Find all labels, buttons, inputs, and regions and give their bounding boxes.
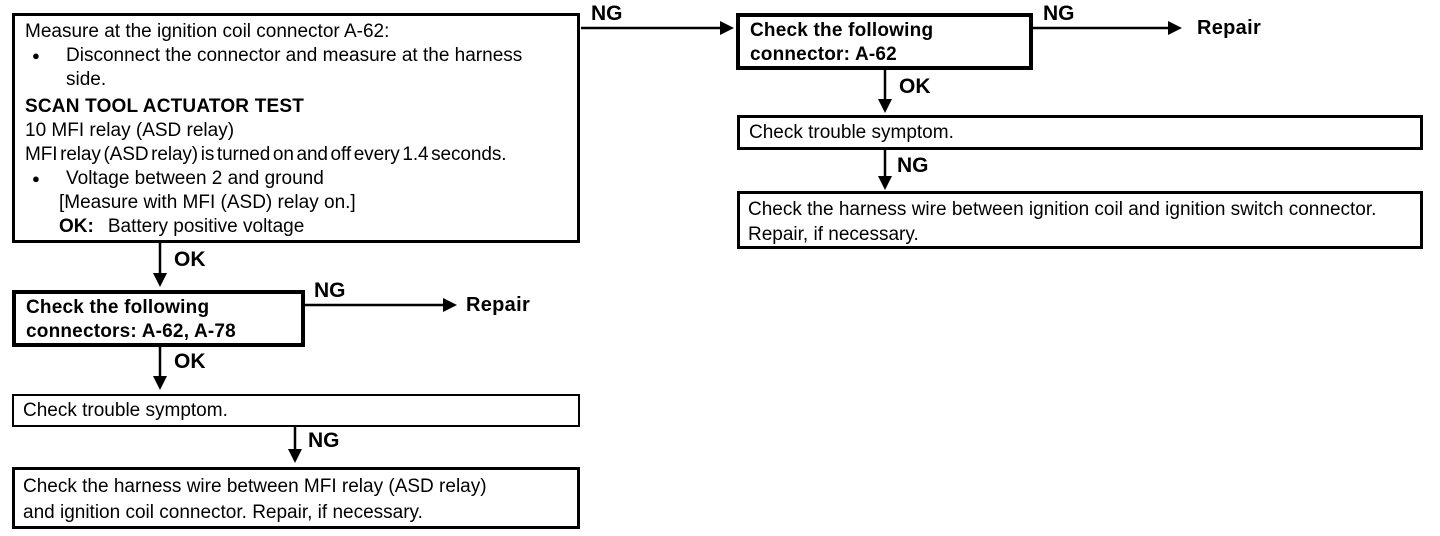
ng-label-symptom-left: NG (308, 429, 340, 452)
ok-label-connector-right: OK (899, 75, 931, 98)
start-box-scan-tool-heading: SCAN TOOL ACTUATOR TEST (25, 96, 305, 117)
left-check-harness-text: Check the harness wire between MFI relay… (23, 476, 487, 523)
left-check-connectors-line1: Check the following (26, 297, 210, 318)
start-box-relay-line: 10 MFI relay (ASD relay) (25, 120, 235, 141)
arrowhead-ng-symptom-to-harness-right (878, 176, 892, 190)
ng-label-start-right: NG (591, 2, 623, 25)
start-box-bullet-item-1: ● Disconnect the connector and measure a… (25, 44, 569, 92)
left-check-trouble-symptom-text: Check trouble symptom. (23, 399, 228, 421)
right-check-connector-box: Check the following connector: A-62 (736, 13, 1033, 70)
right-check-harness-box: Check the harness wire between ignition … (737, 191, 1423, 249)
right-check-trouble-symptom-box: Check trouble symptom. (737, 115, 1423, 150)
start-measure-box: Measure at the ignition coil connector A… (12, 13, 580, 243)
ng-label-connectors-left: NG (314, 279, 346, 302)
right-check-connector-line2: connector: A-62 (750, 44, 897, 65)
start-box-bullet-1-text: Disconnect the connector and measure at … (66, 45, 523, 90)
arrowhead-ok-connectors-to-symptom-left (153, 376, 167, 390)
left-check-trouble-symptom-box: Check trouble symptom. (12, 394, 580, 427)
ok-label-start-left: OK (174, 248, 206, 271)
left-check-connectors-line2: connectors: A-62, A-78 (26, 321, 236, 342)
left-check-connectors-box: Check the following connectors: A-62, A-… (12, 290, 305, 347)
repair-terminal-left: Repair (466, 294, 531, 316)
ng-label-connector-right: NG (1043, 2, 1075, 25)
start-box-bullet-item-2: ● Voltage between 2 and ground (25, 167, 569, 191)
arrowhead-ng-connectors-to-repair (443, 298, 457, 312)
bullet-icon: ● (32, 171, 40, 186)
arrowhead-ok-start-to-connectors (153, 273, 167, 287)
right-check-connector-line1: Check the following (750, 20, 934, 41)
start-box-ok-value: Battery positive voltage (107, 216, 305, 237)
arrowhead-ng-start-to-connector (720, 21, 734, 35)
arrowhead-ok-connector-to-symptom-right (878, 99, 892, 113)
start-box-relay-cycle-line: MFI relay (ASD relay) is turned on and o… (25, 144, 507, 165)
arrowhead-ng-symptom-to-harness-left (288, 449, 302, 463)
ok-label-connectors-left: OK (174, 350, 206, 373)
arrowhead-ng-connector-to-repair (1168, 21, 1182, 35)
start-box-ok-row: OK: Battery positive voltage (59, 215, 569, 239)
start-box-ok-key: OK: (59, 216, 94, 237)
bullet-icon: ● (32, 48, 40, 63)
start-box-bullet-2-text: Voltage between 2 and ground (66, 168, 324, 189)
right-check-harness-text: Check the harness wire between ignition … (748, 199, 1377, 245)
left-check-harness-box: Check the harness wire between MFI relay… (12, 467, 580, 529)
repair-terminal-right: Repair (1197, 17, 1262, 39)
start-box-title: Measure at the ignition coil connector A… (25, 21, 390, 42)
ng-label-symptom-right: NG (897, 154, 929, 177)
right-check-trouble-symptom-text: Check trouble symptom. (749, 121, 954, 143)
start-box-measure-note: [Measure with MFI (ASD) relay on.] (59, 192, 356, 213)
